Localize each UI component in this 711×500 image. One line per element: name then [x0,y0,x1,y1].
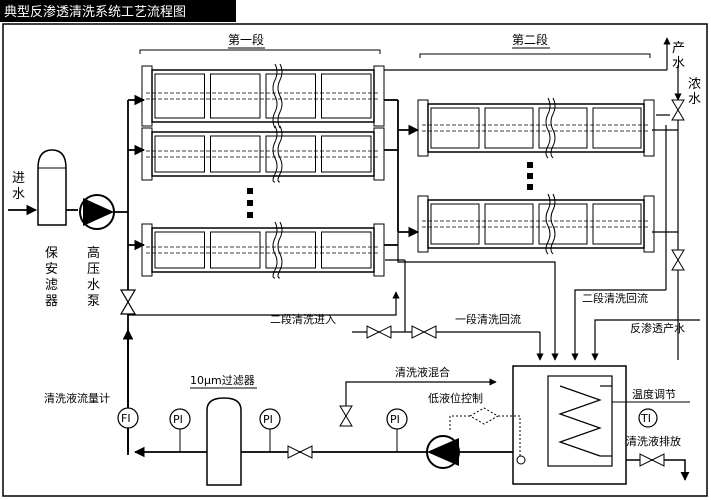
stage1-clean-return-label: 一段清洗回流 [455,312,521,326]
stage1-ellipsis [247,188,253,218]
fi-indicator [117,407,139,429]
stage2-ellipsis [527,162,533,190]
diagram-title: 典型反渗透清洗系统工艺流程图 [4,5,186,20]
stage1-vessel-1 [141,63,385,129]
inlet-label-2: 水 [12,187,25,202]
inlet-label-1: 进 [12,171,25,186]
stage1-vessels [141,63,385,279]
svg-text:高: 高 [87,245,100,261]
stage2-clean-in-label: 二段清洗进入 [270,312,336,326]
svg-text:产: 产 [672,41,685,56]
stage2-vessel-1 [417,97,655,159]
ro-product-water-label: 反渗透产水 [630,321,685,335]
frame [2,23,708,497]
micro-filter-label: 10μm过滤器 [190,374,255,387]
pi3-text: PI [390,413,400,426]
clean-mix-label: 清洗液混合 [395,365,450,379]
circulation-pump [426,435,460,469]
svg-text:水: 水 [87,278,100,293]
ti-indicator [638,408,658,428]
pi-indicator-1 [169,408,191,430]
fi-text: FI [121,412,131,425]
svg-text:泵: 泵 [87,294,100,309]
svg-text:水: 水 [688,92,701,107]
stage2-label: 第二段 [512,32,548,47]
stage2-clean-return-label: 二段清洗回流 [582,291,648,305]
clean-flowmeter-label: 清洗液流量计 [44,391,110,405]
svg-text:保: 保 [45,246,58,261]
temp-control-label: 温度调节 [632,387,676,401]
pi-indicator-3 [386,408,408,430]
svg-text:器: 器 [45,294,58,309]
feed-valve [119,289,137,315]
stage2-vessel-2 [417,193,655,255]
pi-indicator-2 [259,408,281,430]
micro-filter [206,397,242,486]
low-level-control-label: 低液位控制 [428,391,483,405]
title-bar [0,0,236,22]
pi2-text: PI [263,413,273,426]
ti-text: TI [640,412,651,425]
cleaning-tank [512,365,627,485]
clean-discharge-label: 清洗液排放 [626,434,681,448]
svg-text:安: 安 [45,262,58,277]
stage1-label: 第一段 [228,32,264,47]
svg-text:滤: 滤 [45,278,58,293]
svg-text:压: 压 [87,262,100,277]
stage2-vessels [417,97,655,255]
svg-text:水: 水 [672,56,685,71]
high-pressure-pump [79,194,115,230]
stage1-vessel-3 [141,221,385,279]
stage1-vessel-2 [141,125,385,183]
svg-text:浓: 浓 [688,77,701,92]
pi1-text: PI [173,413,183,426]
security-filter [37,149,67,226]
